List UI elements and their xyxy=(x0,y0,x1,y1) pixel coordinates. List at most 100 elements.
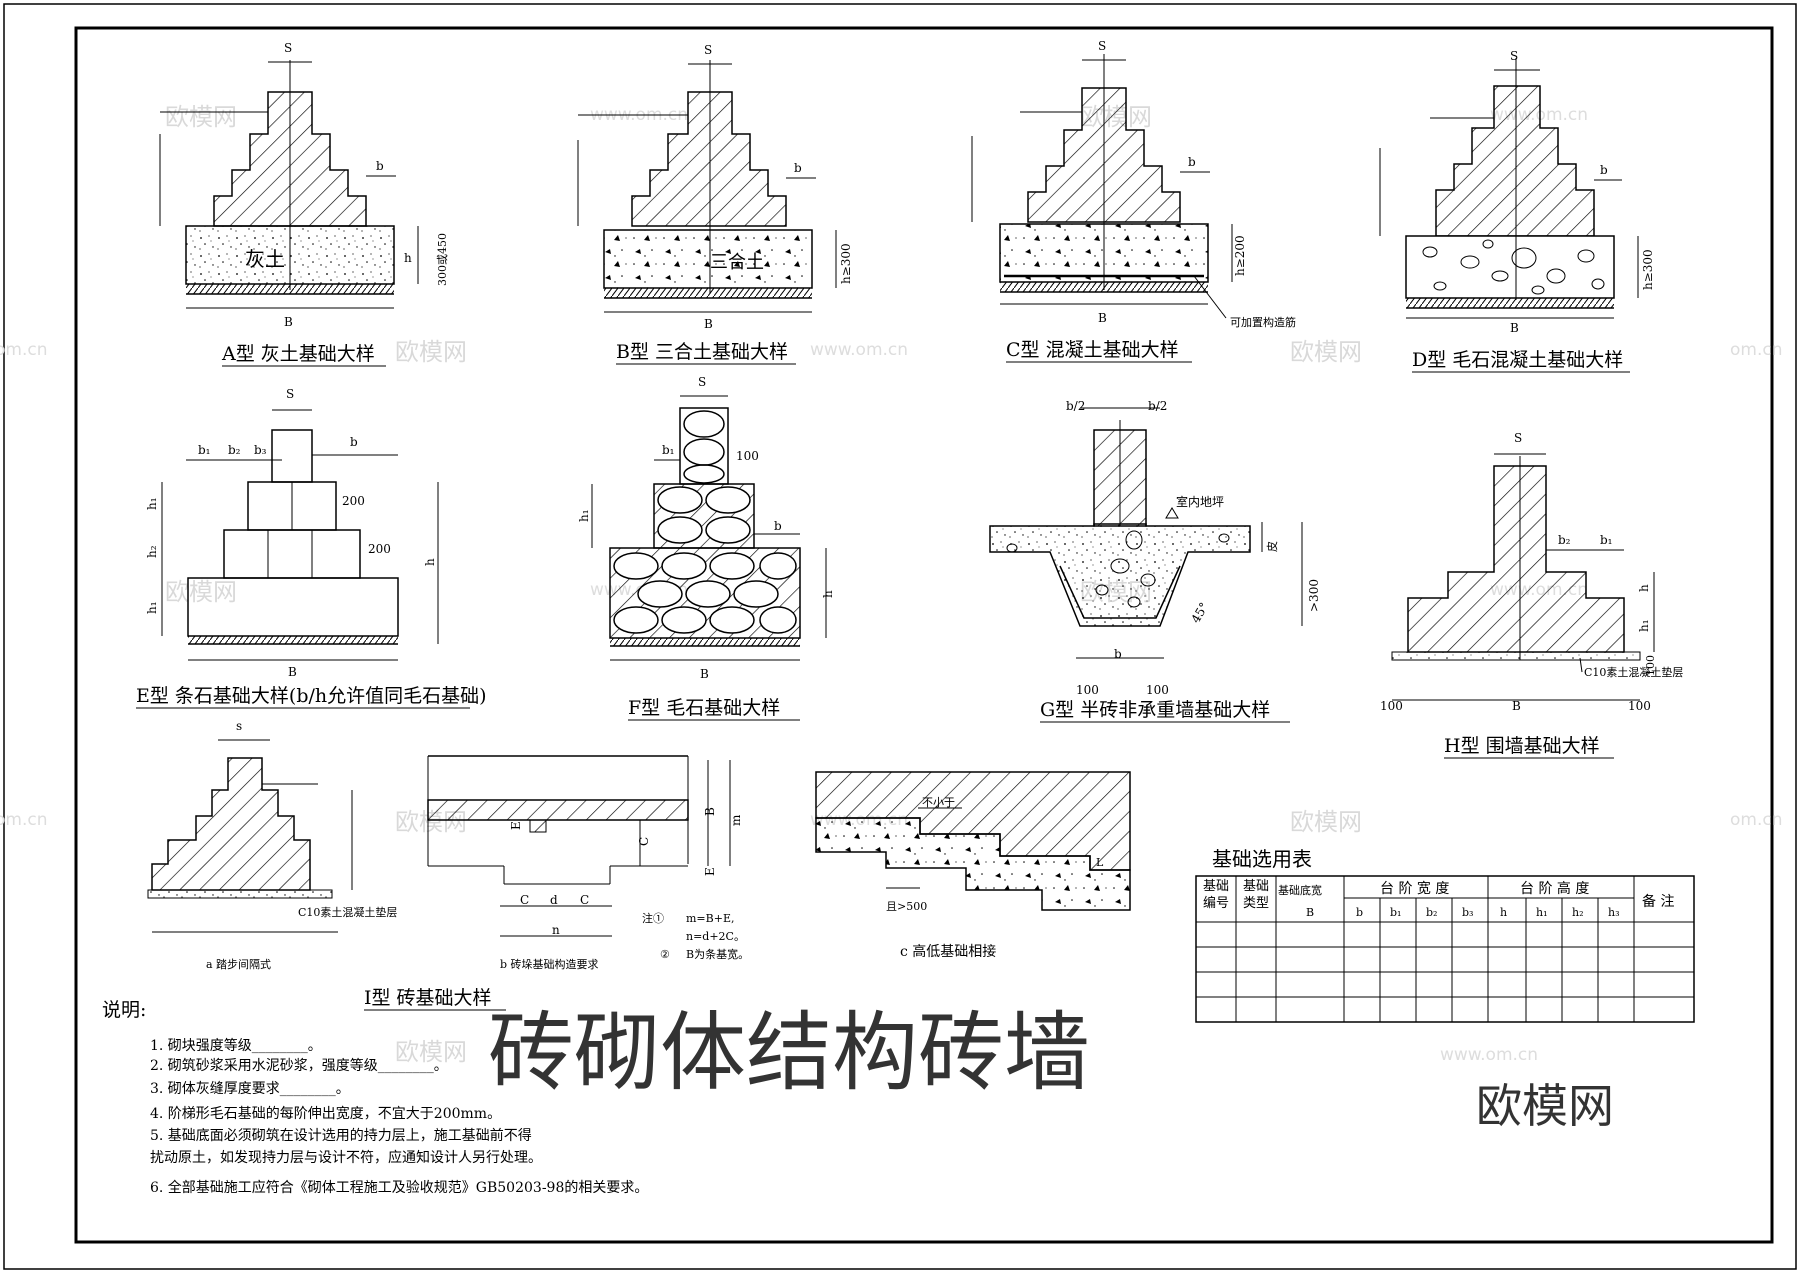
header-base-width: 基础底宽 xyxy=(1278,883,1322,897)
note-item: 6. 全部基础施工应符合《砌体工程施工及验收规范》GB50203-98的相关要求… xyxy=(150,1179,648,1196)
svg-text:B: B xyxy=(704,317,713,331)
svg-text:L: L xyxy=(1096,856,1104,869)
detail-b: S b B 三合土 h≥300 B型 三合土基础大样 xyxy=(577,43,853,365)
svg-text:注①: 注① xyxy=(642,911,664,925)
table-title: 基础选用表 xyxy=(1212,847,1312,871)
svg-text:B: B xyxy=(1098,311,1107,325)
svg-text:且>500: 且>500 xyxy=(886,900,927,913)
header-step-height: 台 阶 高 度 xyxy=(1520,880,1589,897)
detail-g-title: G型 半砖非承重墙基础大样 xyxy=(1040,699,1270,721)
svg-text:m: m xyxy=(729,814,743,826)
detail-ib: C d C n E C B m E 注① m=B+E, n=d+2C。 ② B为… xyxy=(427,755,749,971)
header-remarks: 备 注 xyxy=(1642,893,1674,910)
svg-text:h: h xyxy=(423,558,437,566)
note-item: 2. 砌筑砂浆采用水泥砂浆，强度等级________。 xyxy=(150,1057,448,1074)
header-base-type: 基础类型 xyxy=(1242,879,1269,911)
svg-text:b₃: b₃ xyxy=(254,443,267,457)
svg-text:b₁: b₁ xyxy=(198,443,211,457)
foundation-table: 基础选用表 基础编号 基础类型 基础底宽 B 台 阶 宽 度 台 阶 高 度 备… xyxy=(1195,847,1695,1023)
svg-text:B: B xyxy=(1306,906,1314,919)
note-item: 扰动原土，如发现持力层与设计不符，应通知设计人另行处理。 xyxy=(150,1149,542,1166)
svg-text:100: 100 xyxy=(1644,655,1657,676)
svg-text:m=B+E,: m=B+E, xyxy=(686,912,734,925)
detail-c: S b B h≥200 可加置构造筋 C型 混凝土基础大样 xyxy=(971,39,1296,363)
svg-text:d: d xyxy=(550,893,558,907)
svg-text:b: b xyxy=(794,161,802,175)
svg-text:E: E xyxy=(509,821,523,830)
detail-b-title: B型 三合土基础大样 xyxy=(616,341,788,363)
svg-text:100: 100 xyxy=(1380,699,1403,713)
svg-text:www.om.cn: www.om.cn xyxy=(810,340,908,360)
svg-text:C: C xyxy=(580,893,589,907)
svg-text:b: b xyxy=(774,519,782,533)
svg-text:S: S xyxy=(1098,39,1106,53)
svg-text:www.om.cn: www.om.cn xyxy=(1440,1045,1538,1065)
svg-text:欧模网: 欧模网 xyxy=(395,338,467,366)
note-item: 5. 基础底面必须砌筑在设计选用的持力层上，施工基础前不得 xyxy=(150,1127,532,1144)
svg-text:欧模网: 欧模网 xyxy=(1290,808,1362,836)
svg-text:②: ② xyxy=(660,948,670,961)
svg-text:B: B xyxy=(288,665,297,679)
note-item: 1. 砌块强度等级________。 xyxy=(150,1037,322,1054)
svg-text:h₁: h₁ xyxy=(577,509,591,522)
svg-text:h≥200: h≥200 xyxy=(1233,235,1247,276)
svg-text:100: 100 xyxy=(736,449,759,463)
svg-text:h: h xyxy=(1500,906,1507,919)
detail-g: b/2 b/2 室内地坪 皮 >300 45° 100 b 100 G型 半砖非… xyxy=(989,399,1321,723)
outer-border xyxy=(3,3,1797,1270)
svg-text:200: 200 xyxy=(342,494,365,508)
svg-text:>300: >300 xyxy=(1307,579,1321,612)
svg-text:室内地坪: 室内地坪 xyxy=(1176,494,1224,509)
detail-h: S b₂ b₁ h h₁ 100 C10素土混凝土垫层 100 B 100 H型… xyxy=(1380,431,1683,759)
detail-ib-title: b 砖垛基础构造要求 xyxy=(500,957,599,971)
detail-e-title: E型 条石基础大样(b/h允许值同毛石基础) xyxy=(136,685,487,707)
svg-text:不小于: 不小于 xyxy=(922,796,955,809)
svg-text:h₁: h₁ xyxy=(145,497,159,510)
svg-text:B: B xyxy=(1510,321,1519,335)
svg-text:200: 200 xyxy=(368,542,391,556)
svg-text:h₂: h₂ xyxy=(145,545,159,558)
svg-text:h₃: h₃ xyxy=(1608,906,1620,919)
svg-text:h≥300: h≥300 xyxy=(839,243,853,284)
svg-text:b/2: b/2 xyxy=(1066,399,1085,413)
svg-text:B为条基宽。: B为条基宽。 xyxy=(686,947,749,961)
svg-text:E: E xyxy=(703,867,717,876)
note-item: 4. 阶梯形毛石基础的每阶伸出宽度，不宜大于200mm。 xyxy=(150,1105,501,1122)
svg-text:B: B xyxy=(284,315,293,329)
brand-mark: 欧模网 xyxy=(1476,1079,1614,1133)
svg-text:b₂: b₂ xyxy=(1426,906,1437,919)
overlay-headline: 砖砌体结构砖墙 xyxy=(488,1003,1090,1103)
detail-d-title: D型 毛石混凝土基础大样 xyxy=(1412,349,1623,371)
svg-text:B: B xyxy=(1512,699,1521,713)
svg-text:欧模网: 欧模网 xyxy=(1290,338,1362,366)
svg-text:S: S xyxy=(284,41,292,55)
svg-text:b/2: b/2 xyxy=(1148,399,1167,413)
svg-text:b: b xyxy=(1114,647,1122,661)
svg-text:om.cn: om.cn xyxy=(1730,810,1783,830)
detail-h-title: H型 围墙基础大样 xyxy=(1444,735,1600,757)
svg-text:n=d+2C。: n=d+2C。 xyxy=(686,930,745,943)
svg-text:100: 100 xyxy=(1076,683,1099,697)
svg-text:om.cn: om.cn xyxy=(1730,340,1783,360)
svg-text:S: S xyxy=(704,43,712,57)
svg-text:h₁: h₁ xyxy=(145,601,159,614)
svg-text:B: B xyxy=(700,667,709,681)
detail-a-title: A型 灰土基础大样 xyxy=(221,343,375,365)
svg-text:S: S xyxy=(698,375,706,389)
svg-text:b₃: b₃ xyxy=(1462,906,1473,919)
svg-text:b: b xyxy=(376,159,384,173)
svg-text:b: b xyxy=(1188,155,1196,169)
svg-text:灰土: 灰土 xyxy=(245,247,285,271)
svg-text:C: C xyxy=(637,837,651,846)
svg-text:om.cn: om.cn xyxy=(0,810,48,830)
svg-text:n: n xyxy=(552,923,560,937)
svg-text:s: s xyxy=(236,719,242,733)
svg-text:om.cn: om.cn xyxy=(0,340,48,360)
svg-text:C10素土混凝土垫层: C10素土混凝土垫层 xyxy=(298,905,397,919)
detail-a: S b B 灰土 h 300或450 A型 灰土基础大样 xyxy=(159,41,449,367)
inner-border xyxy=(74,26,1774,1244)
svg-text:b₁: b₁ xyxy=(1600,533,1613,547)
note-item: 3. 砌体灰缝厚度要求________。 xyxy=(150,1081,350,1097)
svg-text:C10素土混凝土垫层: C10素土混凝土垫层 xyxy=(1584,665,1683,679)
svg-text:S: S xyxy=(1514,431,1522,445)
